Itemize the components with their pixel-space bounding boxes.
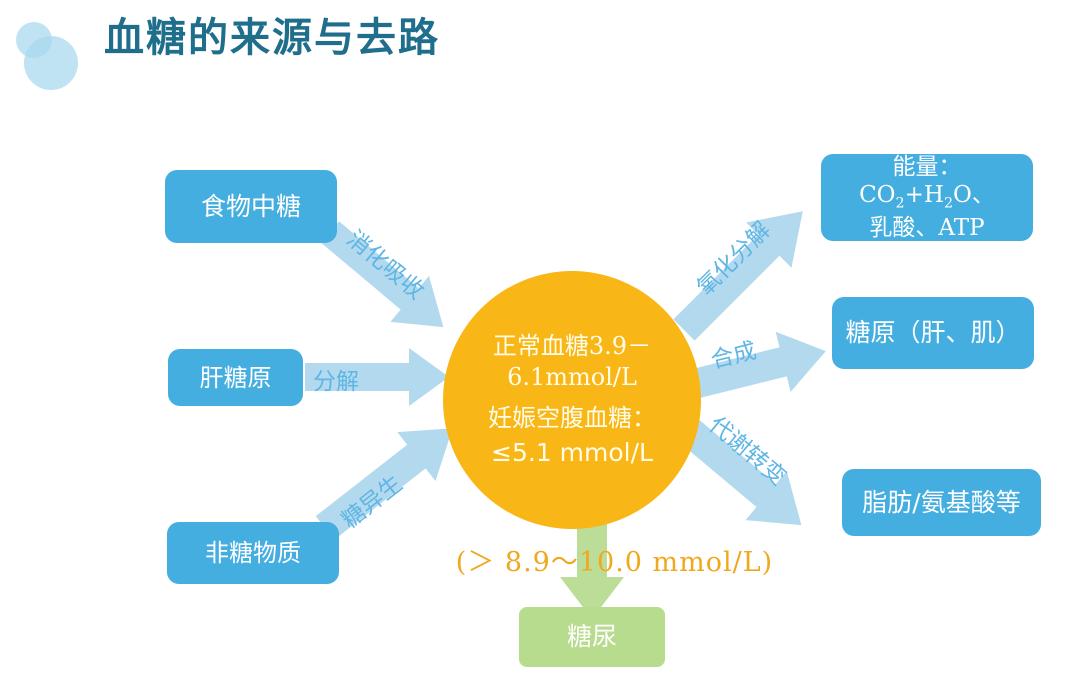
node-non-sugar-substance[interactable]: 非糖物质: [167, 522, 339, 584]
normal-glucose-range-line1: 正常血糖3.9－: [492, 331, 652, 360]
node-glycosuria[interactable]: 糖尿: [519, 607, 665, 667]
arrow-label-digestion-absorption: 消化吸收: [341, 225, 429, 305]
node-energy-text-c: O、: [953, 182, 995, 209]
arrow-label-synthesis: 合成: [708, 337, 760, 375]
node-food-sugar[interactable]: 食物中糖: [165, 170, 337, 243]
arrow-label-gluconeogenesis: 糖异生: [337, 470, 408, 534]
node-liver-glycogen[interactable]: 肝糖原: [168, 349, 303, 406]
node-energy-text-a: 能量：CO: [859, 153, 962, 209]
node-fat-amino-acid[interactable]: 脂肪/氨基酸等: [842, 469, 1041, 536]
node-food-sugar-label: 食物中糖: [200, 191, 301, 221]
node-energy-text-b: +H: [904, 182, 944, 209]
arrow-label-metabolic-conversion: 代谢转变: [703, 411, 791, 491]
node-glycogen-liver-muscle[interactable]: 糖原（肝、肌）: [832, 297, 1034, 369]
node-non-sugar-substance-label: 非糖物质: [205, 539, 301, 567]
arrow-label-decomposition: 分解: [313, 369, 359, 395]
node-glycogen-liver-muscle-label: 糖原（肝、肌）: [845, 318, 1021, 348]
logo-circle-large: [24, 36, 78, 90]
node-fat-amino-acid-label: 脂肪/氨基酸等: [862, 487, 1021, 517]
node-glycosuria-label: 糖尿: [566, 622, 617, 652]
node-energy-sub-2: 2: [943, 195, 954, 212]
node-energy-line2: 乳酸、ATP: [869, 214, 985, 241]
normal-glucose-range-line2: 6.1mmol/L: [507, 363, 637, 392]
page-title: 血糖的来源与去路: [104, 15, 440, 61]
arrow-oxidative-decomposition: [673, 211, 803, 341]
arrow-label-oxidative-decomposition: 氧化分解: [692, 217, 776, 301]
blood-glucose-circle[interactable]: 正常血糖3.9－ 6.1mmol/L 妊娠空腹血糖： ≤5.1 mmol/L: [443, 271, 701, 529]
glycosuria-threshold: (＞ 8.9～10.0 mmol/L): [455, 547, 774, 578]
normal-glucose-range: 正常血糖3.9－ 6.1mmol/L: [493, 331, 651, 393]
node-energy-sub-1: 2: [895, 195, 905, 212]
pregnancy-fasting-glucose-value: ≤5.1 mmol/L: [491, 437, 653, 467]
arrow-synthesis: [686, 331, 826, 400]
pregnancy-fasting-glucose-label: 妊娠空腹血糖：: [488, 404, 656, 433]
node-energy-label: 能量：CO2+H2O、 乳酸、ATP: [829, 153, 1025, 243]
node-liver-glycogen-label: 肝糖原: [199, 363, 272, 392]
overlapping-circles-logo: [6, 14, 86, 94]
node-energy[interactable]: 能量：CO2+H2O、 乳酸、ATP: [821, 154, 1033, 241]
